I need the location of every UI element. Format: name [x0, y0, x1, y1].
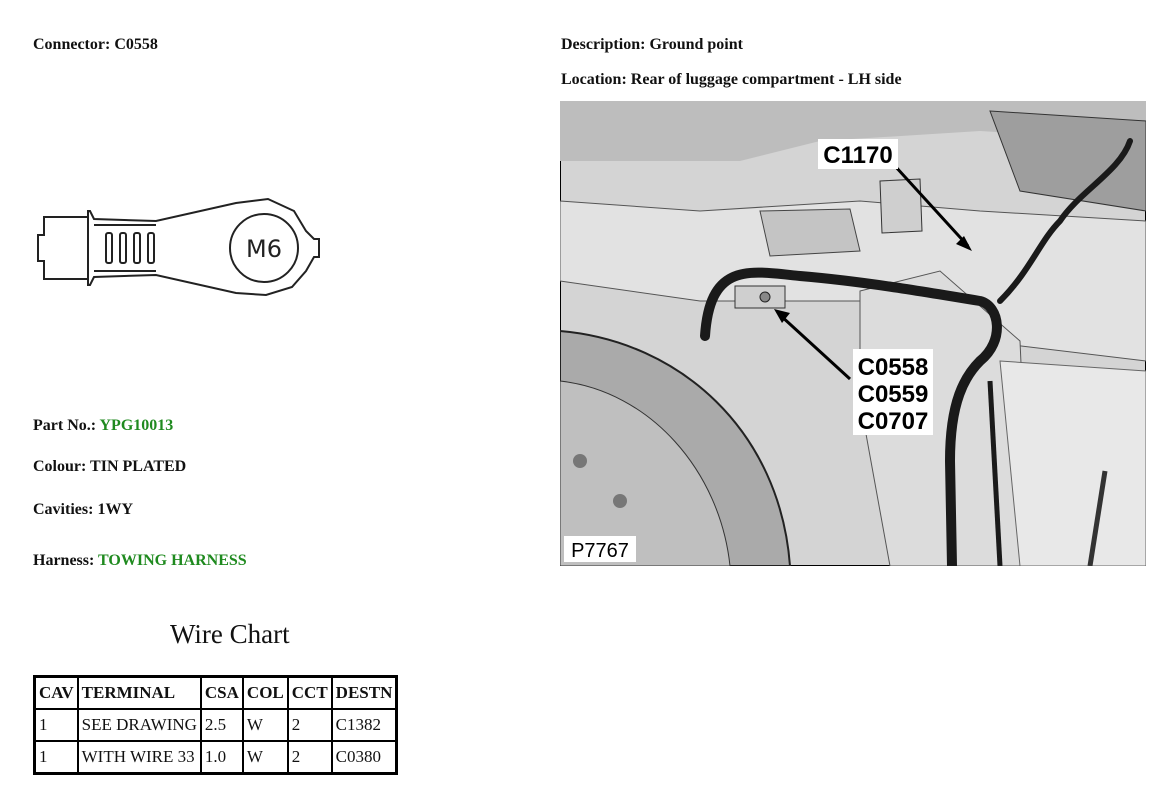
- cavities-label: Cavities:: [33, 501, 94, 518]
- table-cell: W: [241, 708, 289, 742]
- arrow-c0558: [778, 313, 852, 381]
- cavities-line: Cavities: 1WY: [33, 501, 133, 519]
- column-header: COL: [241, 675, 289, 710]
- colour-label: Colour:: [33, 458, 87, 475]
- table-cell: 2: [286, 740, 333, 775]
- table-cell: C1382: [330, 708, 398, 742]
- part-number-line: Part No.: YPG10013: [33, 417, 173, 435]
- table-cell: 1: [33, 740, 79, 775]
- table-row: 1 SEE DRAWING 2.5 W 2 C1382: [33, 708, 398, 742]
- table-cell: W: [241, 740, 289, 775]
- connector-value: C0558: [114, 36, 158, 53]
- table-cell: 2.5: [199, 708, 244, 742]
- harness-line: Harness: TOWING HARNESS: [33, 552, 247, 570]
- location-label: Location:: [561, 71, 627, 88]
- callout-c0559: C0559: [858, 381, 929, 408]
- column-header: TERMINAL: [76, 675, 202, 710]
- table-cell: 2: [286, 708, 333, 742]
- table-cell: C0380: [330, 740, 398, 775]
- location-value: Rear of luggage compartment - LH side: [630, 71, 902, 88]
- part-number-label: Part No.:: [33, 417, 97, 434]
- cavities-value: 1WY: [97, 501, 133, 518]
- connector-label: Connector:: [33, 36, 111, 53]
- column-header: CAV: [33, 675, 79, 710]
- description-label: Description:: [561, 36, 646, 53]
- ring-terminal-drawing: M6: [37, 197, 320, 297]
- colour-value: TIN PLATED: [90, 458, 187, 475]
- table-cell: 1.0: [199, 740, 244, 775]
- column-header: DESTN: [330, 675, 398, 710]
- location-line: Location: Rear of luggage compartment - …: [561, 71, 902, 89]
- description-line: Description: Ground point: [561, 36, 743, 54]
- column-header: CSA: [199, 675, 244, 710]
- callout-c0558: C0558: [858, 354, 929, 381]
- terminal-size-label: M6: [246, 235, 282, 263]
- photo-code: P7767: [571, 540, 629, 562]
- harness-label: Harness:: [33, 552, 95, 569]
- wire-chart-title: Wire Chart: [170, 619, 290, 649]
- callout-c1170: C1170: [823, 142, 892, 169]
- table-cell: 1: [33, 708, 79, 742]
- connector-heading: Connector: C0558: [33, 36, 158, 54]
- callout-c0707: C0707: [858, 408, 929, 435]
- table-cell: WITH WIRE 33: [76, 740, 202, 775]
- column-header: CCT: [286, 675, 333, 710]
- table-cell: SEE DRAWING: [76, 708, 202, 742]
- location-photo: C1170 C0558 C0559 C0707 P7767: [560, 101, 1146, 566]
- wire-chart-header-row: CAV TERMINAL CSA COL CCT DESTN: [33, 675, 398, 710]
- colour-line: Colour: TIN PLATED: [33, 458, 186, 476]
- arrow-c1170: [893, 164, 970, 248]
- part-number-link[interactable]: YPG10013: [99, 417, 174, 434]
- wire-chart-table: CAV TERMINAL CSA COL CCT DESTN 1 SEE DRA…: [33, 675, 399, 775]
- harness-link[interactable]: TOWING HARNESS: [98, 552, 247, 569]
- description-value: Ground point: [649, 36, 743, 53]
- table-row: 1 WITH WIRE 33 1.0 W 2 C0380: [33, 740, 398, 775]
